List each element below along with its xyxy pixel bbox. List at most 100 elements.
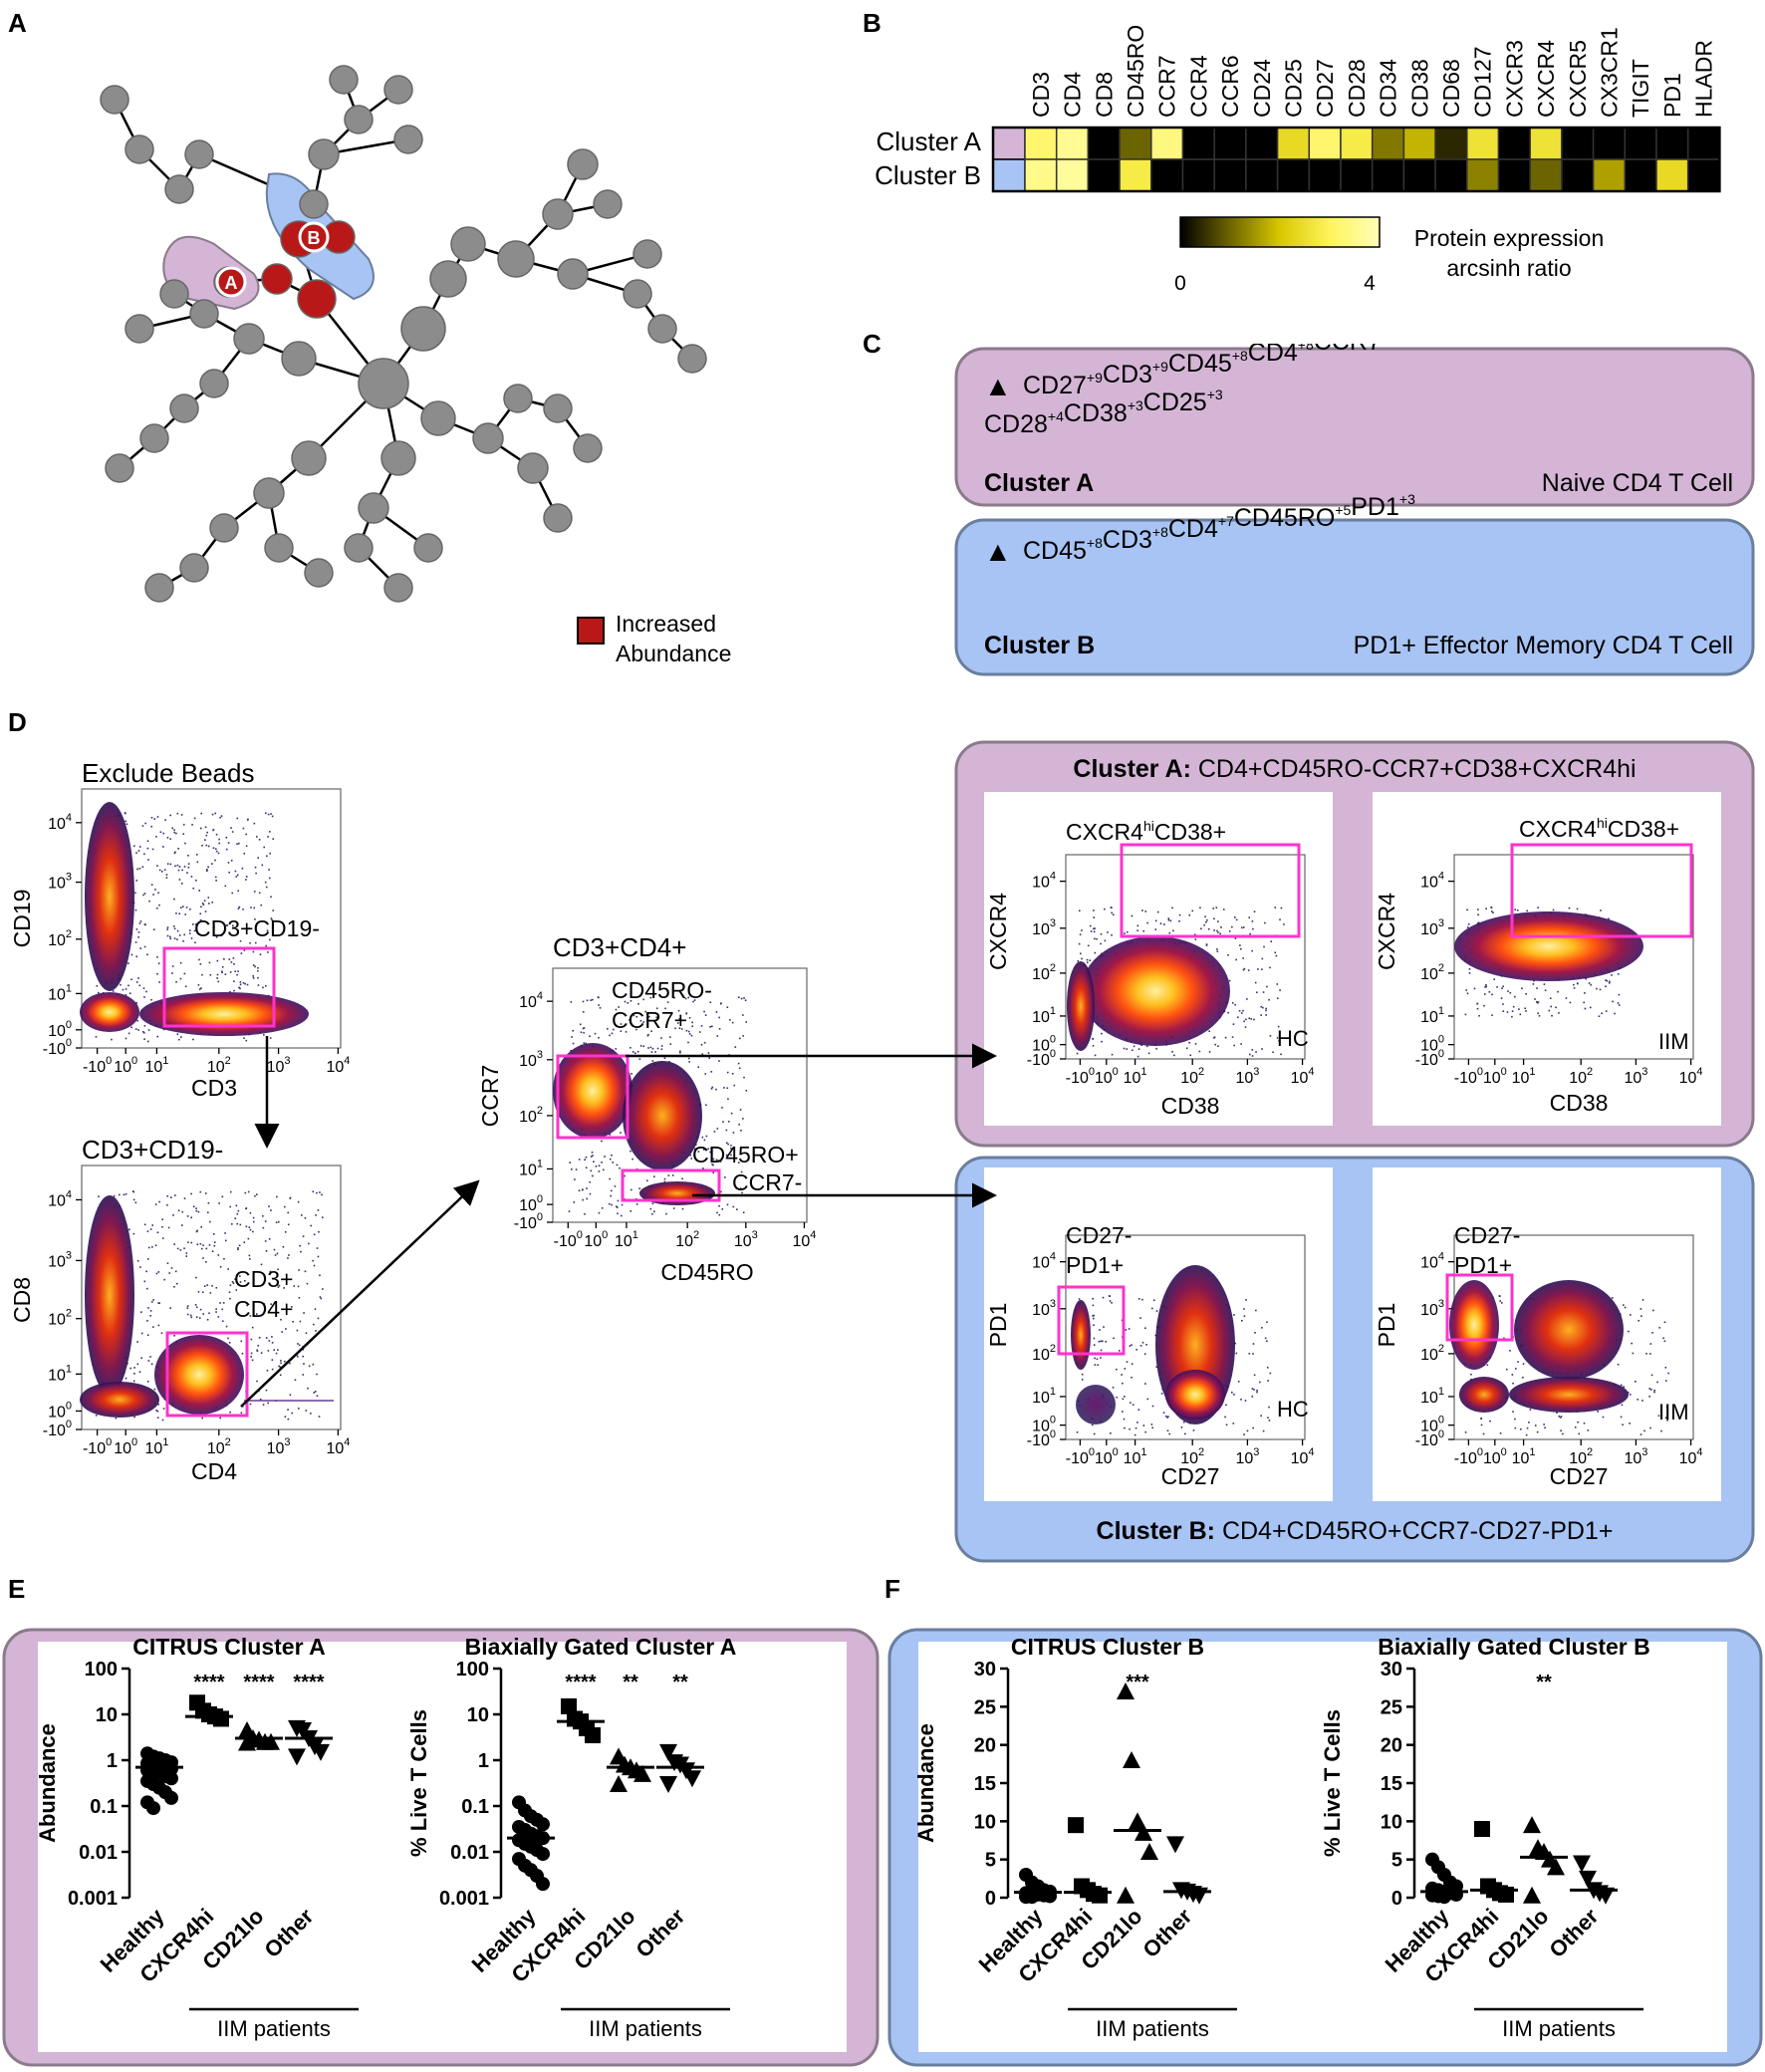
plot2-dot xyxy=(263,1303,265,1305)
plot1-dot xyxy=(178,934,181,936)
heatmap-cell xyxy=(1624,127,1657,160)
cluster-a-hc-dot xyxy=(1276,997,1279,999)
plot1-dot xyxy=(198,958,200,961)
cluster-a-hc-dot xyxy=(1078,909,1081,912)
cluster-a-iim-dot xyxy=(1464,1013,1467,1016)
cluster-a-iim-dot xyxy=(1584,1007,1587,1010)
cluster-a-hc-dot xyxy=(1260,1005,1263,1008)
cluster-b-iim-dot xyxy=(1623,1386,1625,1388)
plot2-dot xyxy=(136,1341,138,1343)
plot1-dot xyxy=(249,941,251,944)
cluster-a-hc-dot xyxy=(1233,1044,1235,1047)
plot3-dot xyxy=(742,1014,744,1016)
plot1-dot xyxy=(95,1036,98,1038)
cluster-b-iim-dot xyxy=(1657,1415,1660,1418)
plot1-ytick-label: 102 xyxy=(48,928,72,949)
tree-node xyxy=(358,358,409,409)
plot3-dot xyxy=(598,1170,601,1172)
cluster-a-hc-dot xyxy=(1168,931,1171,934)
plot2-dot xyxy=(282,1245,285,1248)
plot3-dot xyxy=(646,1012,648,1015)
plot2-dot xyxy=(201,1417,203,1420)
cluster-a-hc-dot xyxy=(1228,979,1231,982)
plot1-dot xyxy=(98,991,100,994)
plot1-dot xyxy=(199,827,202,830)
tick-exp: 2 xyxy=(225,1436,231,1448)
tick-base: 10 xyxy=(519,1162,537,1178)
plot3-dot xyxy=(716,1035,719,1037)
plot1-dot xyxy=(225,848,228,851)
cluster-a-hc-dot xyxy=(1193,933,1196,936)
plot2-dot xyxy=(157,1302,159,1304)
plot1-xtick-label: 104 xyxy=(326,1055,350,1076)
plot1-dot xyxy=(233,963,235,965)
plot1-dot xyxy=(178,866,181,868)
plot2-gate-label-1: CD3+ xyxy=(234,1266,293,1292)
plot2-dot xyxy=(298,1296,301,1299)
plot1-dot xyxy=(176,812,179,815)
tick-exp: 0 xyxy=(66,1400,72,1412)
cluster-a-hc-dot xyxy=(1252,927,1254,930)
significance-label: *** xyxy=(1126,1672,1149,1693)
plot3-dot xyxy=(672,1207,675,1209)
point-triangle-down xyxy=(1166,1836,1184,1854)
plot1-dot xyxy=(142,894,144,897)
cluster-b-hc-dot xyxy=(1256,1391,1258,1394)
cluster-a-iim-xlabel: CD38 xyxy=(1550,1090,1609,1116)
cluster-a-iim-dot xyxy=(1502,985,1505,988)
plot2-dot xyxy=(161,1218,163,1221)
point-square xyxy=(1068,1817,1084,1834)
cluster-b-hc-dot xyxy=(1137,1409,1140,1411)
scatter-chart-0: CITRUS Cluster A0.0010.010.1110100Abunda… xyxy=(35,1634,359,2041)
panel-label-e: E xyxy=(8,1574,26,1604)
cluster-a-hc-dot xyxy=(1253,1018,1255,1021)
plot2-dot xyxy=(287,1223,290,1226)
plot3-dot xyxy=(740,1130,742,1132)
plot1-dot xyxy=(166,926,169,928)
plot3-dot xyxy=(712,1161,715,1163)
cluster-b-iim-dot xyxy=(1480,1418,1482,1420)
plot3-dot xyxy=(685,1029,688,1032)
plot1-dot xyxy=(156,865,158,867)
cluster-b-hc-dot xyxy=(1116,1368,1118,1371)
cluster-a-marker: A xyxy=(215,266,247,298)
plot2-dot xyxy=(253,1220,255,1223)
plot2-dot xyxy=(271,1336,273,1338)
tick-base: 10 xyxy=(114,1440,131,1457)
cluster-a-hc-dot xyxy=(1276,1037,1279,1039)
plot3-dot xyxy=(668,1036,671,1038)
cluster-b-hc-dot xyxy=(1267,1380,1269,1382)
cluster-a-iim-dot xyxy=(1483,1004,1485,1007)
plot2-dot xyxy=(319,1191,321,1193)
plot2-dot xyxy=(308,1365,311,1368)
plot2-dot xyxy=(236,1212,239,1215)
plot2-dot xyxy=(152,1326,154,1328)
tick-base: 10 xyxy=(1032,1347,1050,1364)
tick-exp: 4 xyxy=(1050,871,1056,883)
plot1-dot xyxy=(148,900,150,903)
point-triangle xyxy=(262,1732,280,1750)
cluster-a-hc-dot xyxy=(1094,927,1096,929)
plot2-dot xyxy=(241,1352,244,1355)
plot3-dot xyxy=(737,996,740,999)
plot1-dot xyxy=(215,936,218,938)
plot3-dot xyxy=(698,1031,701,1033)
cluster-b-hc-dot xyxy=(1266,1321,1268,1324)
plot3-dot xyxy=(663,1177,666,1180)
plot3-dot xyxy=(651,1060,654,1062)
plot2-dot xyxy=(209,1220,211,1223)
plot1-dot xyxy=(142,1031,145,1034)
plot1-dot xyxy=(165,877,168,879)
y-tick-label: 0.01 xyxy=(450,1842,489,1864)
plot1-dot xyxy=(214,859,216,862)
plot3-dot xyxy=(582,1198,584,1201)
cluster-b-hc-dot xyxy=(1151,1307,1153,1310)
cluster-b-hc-dot xyxy=(1123,1418,1126,1421)
plot3-dot xyxy=(732,1132,735,1134)
tree-node xyxy=(344,533,374,563)
plot1-dot xyxy=(136,868,138,871)
cluster-a-iim-dot xyxy=(1598,1015,1601,1018)
cluster-a-hc-dot xyxy=(1243,1020,1245,1023)
